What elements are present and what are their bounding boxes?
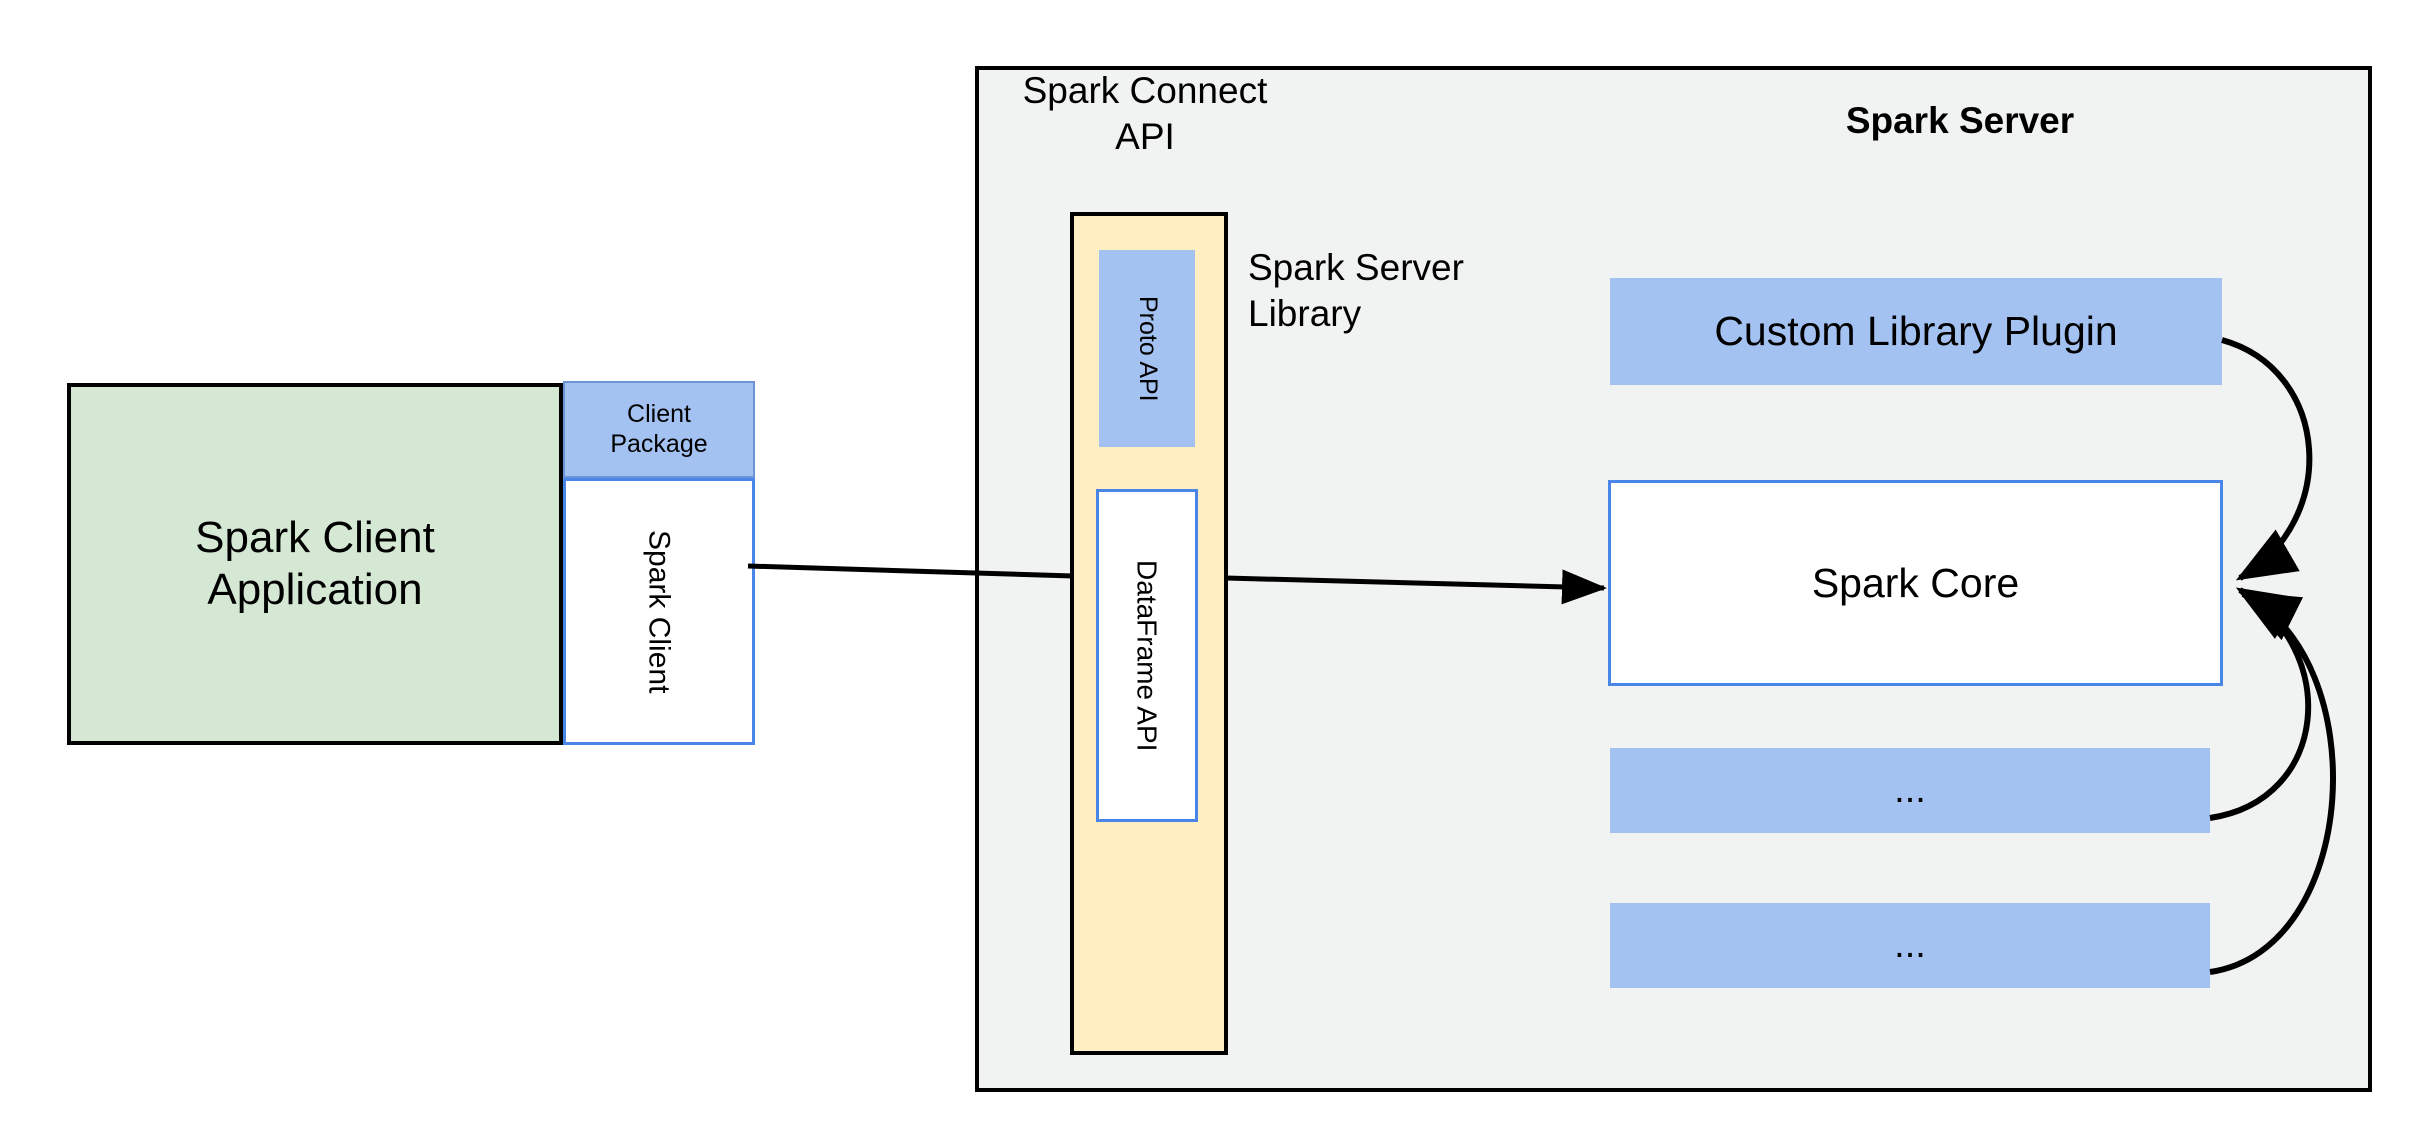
dataframe-api-label: DataFrame API (1131, 559, 1163, 752)
spark-client-box[interactable]: Spark Client (563, 478, 755, 745)
client-package-box[interactable]: Client Package (563, 381, 755, 478)
client-package-label-line2: Package (610, 429, 708, 458)
spark-connect-api-label: Spark Connect API (1000, 68, 1290, 161)
server-component-ellipsis-2[interactable]: ... (1610, 903, 2210, 988)
spark-server-title: Spark Server (1845, 100, 2075, 141)
client-package-label: Client Package (610, 400, 707, 459)
proto-api-label: Proto API (1133, 295, 1162, 402)
spark-server-library-label-line2: Library (1248, 293, 1362, 335)
spark-core-label: Spark Core (1811, 559, 2020, 606)
server-component-ellipsis-1-label: ... (1894, 769, 1926, 812)
server-component-ellipsis-1[interactable]: ... (1610, 748, 2210, 833)
spark-connect-api-label-line1: Spark Connect (1022, 70, 1268, 111)
spark-client-label: Spark Client (642, 529, 676, 694)
spark-core-box[interactable]: Spark Core (1608, 480, 2223, 686)
spark-client-application-box[interactable]: Spark Client Application (67, 383, 563, 745)
custom-library-plugin-box[interactable]: Custom Library Plugin (1610, 278, 2222, 385)
server-component-ellipsis-2-label: ... (1894, 924, 1926, 967)
spark-server-library-label-line1: Spark Server (1248, 247, 1464, 288)
spark-client-application-label: Spark Client Application (195, 512, 435, 616)
spark-server-library-label: Spark Server Library (1248, 245, 1568, 338)
client-package-label-line1: Client (627, 400, 691, 428)
spark-connect-api-label-line2: API (1115, 116, 1175, 158)
proto-api-box[interactable]: Proto API (1099, 250, 1195, 447)
spark-client-application-label-line1: Spark Client (195, 513, 435, 563)
spark-client-application-label-line2: Application (207, 565, 423, 614)
custom-library-plugin-label: Custom Library Plugin (1714, 308, 2118, 355)
dataframe-api-box[interactable]: DataFrame API (1096, 489, 1198, 822)
